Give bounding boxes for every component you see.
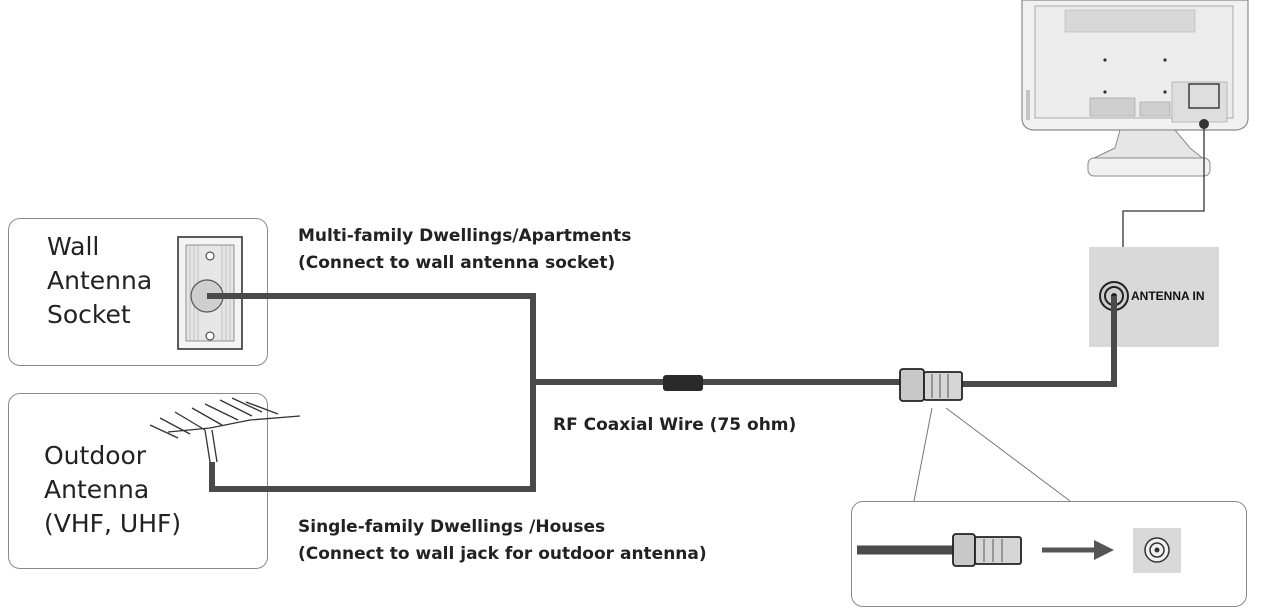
f-connector-plug-icon bbox=[899, 368, 963, 402]
coax-label: RF Coaxial Wire (75 ohm) bbox=[553, 415, 797, 435]
callout-line-left bbox=[913, 407, 933, 502]
wall-socket-label: Wall Antenna Socket bbox=[47, 232, 153, 329]
outdoor-antenna-icon bbox=[149, 397, 301, 463]
detail-jack-icon bbox=[1133, 528, 1181, 573]
callout-line-right bbox=[945, 407, 1071, 502]
outdoor-antenna-label: Outdoor Antenna (VHF, UHF) bbox=[44, 441, 182, 538]
outdoor-antenna-box bbox=[8, 393, 268, 569]
apartments-subtitle: (Connect to wall antenna socket) bbox=[298, 253, 616, 273]
arrow-right-icon bbox=[1042, 540, 1114, 560]
detail-plug-icon bbox=[952, 533, 1022, 567]
ferrite-core-icon bbox=[663, 375, 703, 391]
coax-cable bbox=[207, 293, 1117, 492]
antenna-in-label: ANTENNA IN bbox=[1131, 289, 1205, 303]
houses-subtitle: (Connect to wall jack for outdoor antenn… bbox=[298, 544, 707, 564]
tv-back-icon bbox=[1021, 0, 1249, 177]
houses-title: Single-family Dwellings /Houses bbox=[298, 517, 606, 537]
apartments-title: Multi-family Dwellings/Apartments bbox=[298, 226, 632, 246]
tv-link-line bbox=[1122, 124, 1205, 248]
